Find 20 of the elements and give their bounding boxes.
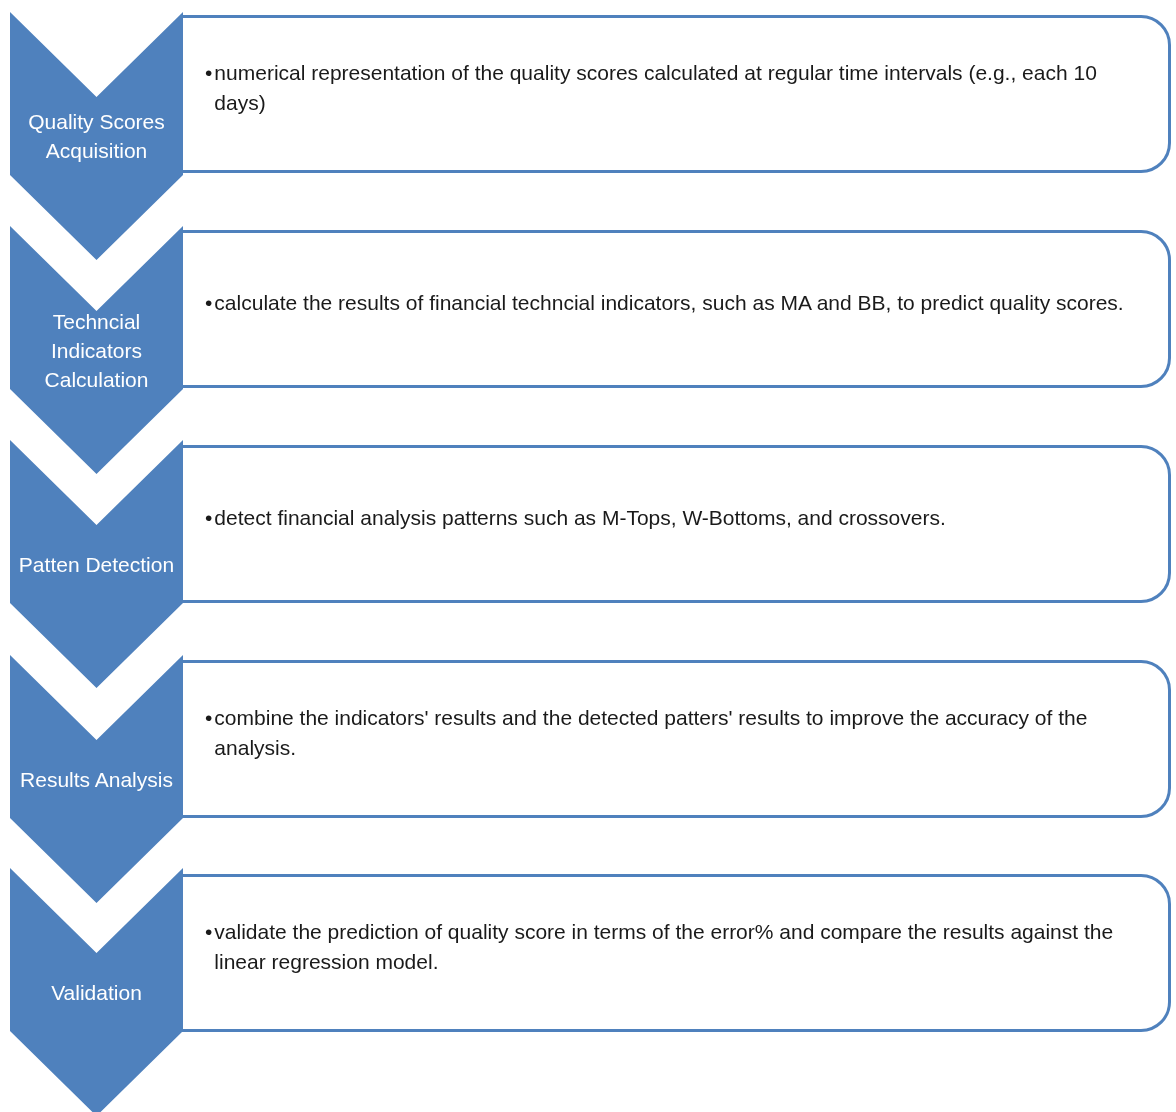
description-box	[180, 874, 1171, 1032]
description-box	[180, 15, 1171, 173]
step-label: Techncial Indicators Calculation	[43, 308, 150, 393]
bullet-marker: •	[205, 505, 213, 531]
bullet-marker: •	[205, 60, 213, 86]
step-label: Validation	[51, 979, 142, 1006]
description-box	[180, 445, 1171, 603]
bullet-marker: •	[205, 919, 213, 945]
bullet-text: calculate the results of financial techncial indicators, such as MA and BB, to predict quality scores.	[214, 290, 1124, 316]
description-box	[180, 230, 1171, 388]
step-label: Quality Scores Acquisition	[27, 109, 166, 164]
bullet-text: detect financial analysis patterns such as M-Tops, W-Bottoms, and crossovers.	[214, 505, 946, 531]
bullet-marker: •	[205, 290, 213, 316]
bullet-marker: •	[205, 705, 213, 731]
step-label: Results Analysis	[20, 766, 173, 793]
description-box	[180, 660, 1171, 818]
bullet-text: validate the prediction of quality score in terms of the error% and compare the results against the linear regression model.	[214, 919, 1115, 975]
step-label: Patten Detection	[18, 551, 175, 578]
bullet-text: combine the indicators' results and the detected patters' results to improve the accuracy of the analysis.	[214, 705, 1089, 761]
bullet-text: numerical representation of the quality scores calculated at regular time intervals (e.g., each 10 days)	[214, 60, 1098, 116]
